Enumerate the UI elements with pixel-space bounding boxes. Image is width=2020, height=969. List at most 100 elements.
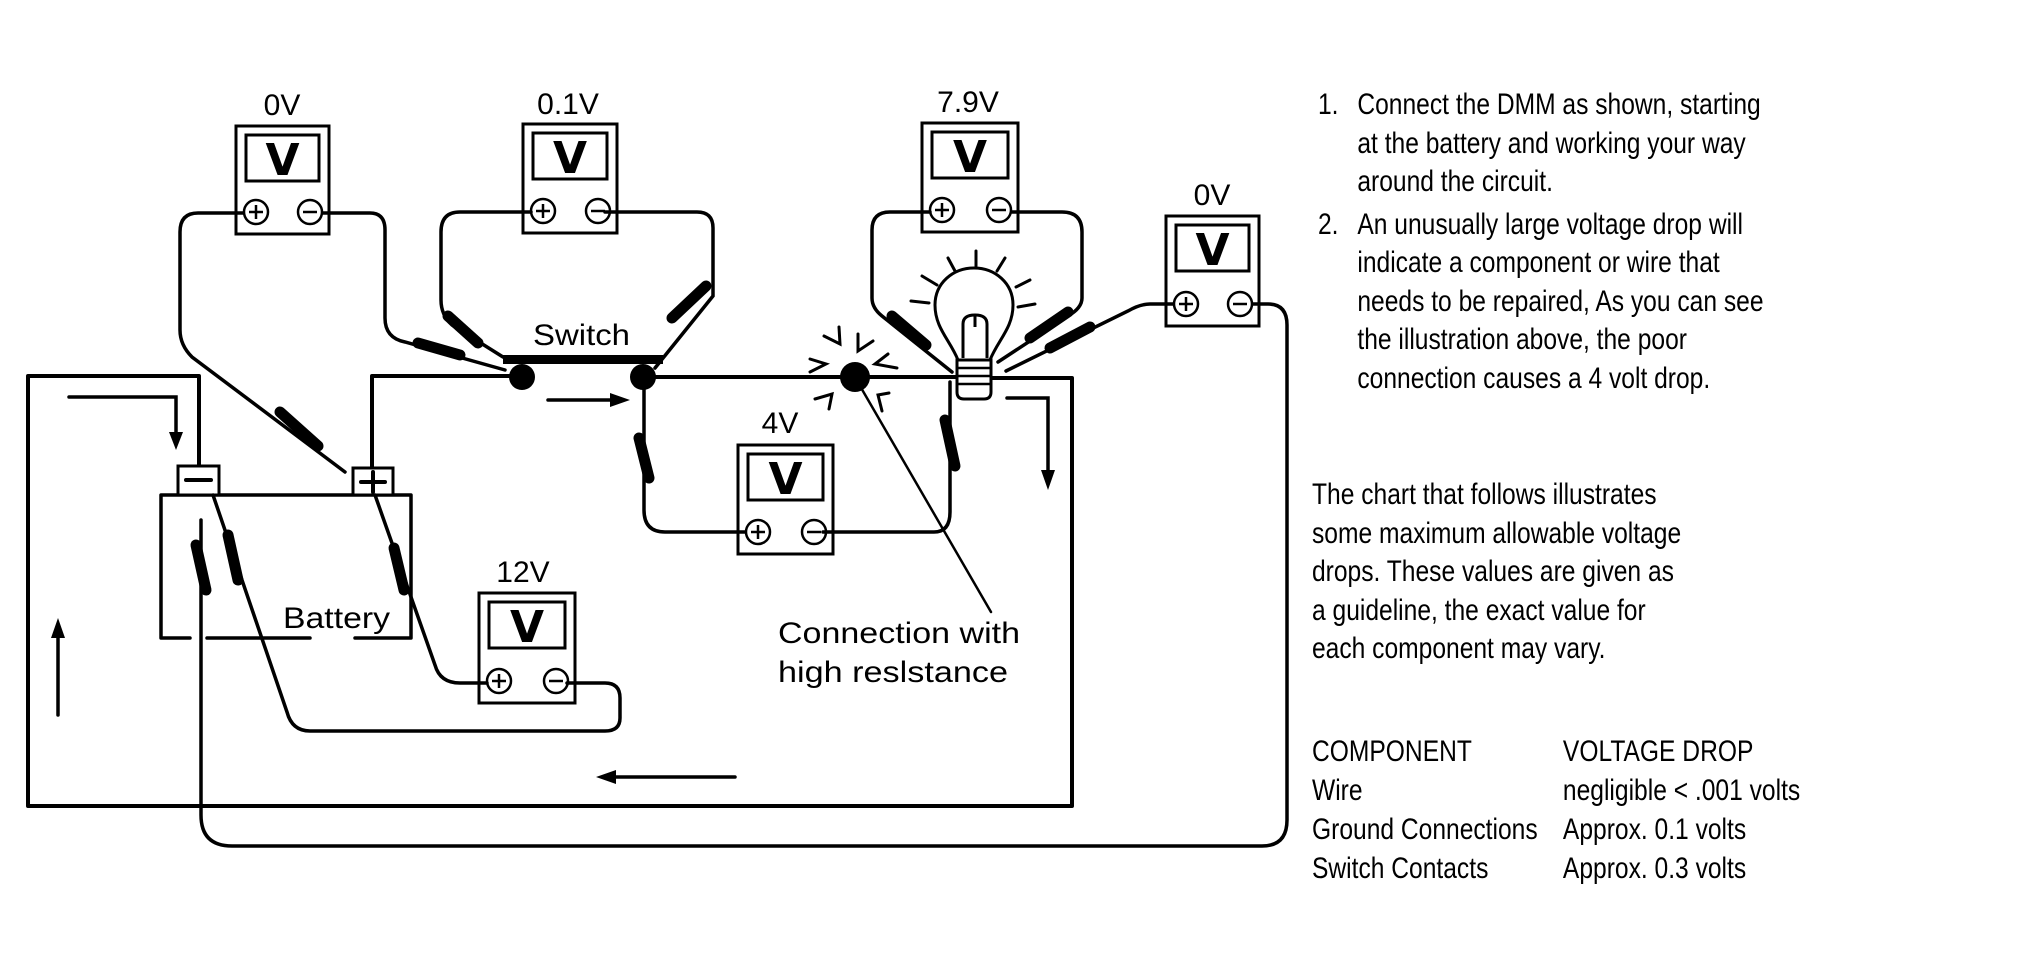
high-resistance-connection [840, 362, 870, 392]
paragraph-line: The chart that follows illustrates [1312, 478, 1657, 511]
step-line: around the circuit. [1357, 165, 1553, 198]
test-lead [996, 210, 1084, 364]
test-lead [190, 302, 1289, 848]
voltmeter-icon: V 0V [1164, 179, 1261, 328]
paragraph-line: some maximum allowable voltage [1312, 516, 1682, 550]
test-lead [603, 210, 715, 370]
voltmeter-icon: V4V [736, 407, 835, 556]
voltmeter-icon: V7.9V [920, 86, 1020, 234]
table-row: Wire negligible < .001 volts [1312, 772, 1800, 811]
test-lead [373, 493, 489, 685]
lead-wire [211, 493, 622, 733]
step-number: 2. [1318, 207, 1339, 241]
test-lead [633, 386, 747, 534]
meter-display [244, 133, 321, 183]
switch-label: Switch [533, 319, 630, 352]
lead-wire [1004, 302, 1175, 373]
test-lead [211, 493, 622, 733]
voltmeter-icon: V 12V [477, 556, 577, 705]
test-lead [821, 380, 961, 534]
positive-feed-wire [370, 374, 524, 470]
step-line: An unusually large voltage drop will [1357, 207, 1743, 241]
probe-handle [1024, 306, 1074, 344]
probe-handle [633, 432, 655, 484]
probe-handle [442, 310, 484, 349]
probe-handle [412, 337, 466, 361]
ground-return-wire [26, 374, 1074, 808]
probe-handle [939, 414, 961, 472]
paragraph-line: each component may vary. [1312, 632, 1606, 665]
voltmeter-icon: V 0V [234, 89, 331, 236]
battery-body [159, 493, 413, 640]
probe-handle [886, 310, 932, 351]
meter-display-glyph: V [1195, 225, 1229, 276]
probe-handle [388, 542, 410, 596]
table-cell-voltage-drop: Approx. 0.3 volts [1562, 852, 1747, 885]
voltage-drop-table: COMPONENT VOLTAGE DROP Wire negligible <… [1312, 733, 1800, 889]
bulb-base [955, 358, 993, 401]
paragraph-line: a guideline, the exact value for [1312, 593, 1646, 627]
battery-label: Battery [283, 602, 390, 635]
switch-contact-left [509, 364, 535, 390]
lead-wire [821, 380, 952, 534]
table-cell-voltage-drop: negligible < .001 volts [1562, 774, 1801, 807]
switch-lever [503, 355, 663, 364]
test-leads [178, 210, 1289, 848]
step-line: Connect the DMM as shown, starting [1357, 88, 1761, 121]
meter-display-glyph: V [953, 132, 987, 183]
switch-icon: Switch [503, 319, 663, 390]
meter-display [930, 130, 1010, 180]
lead-wire [439, 210, 533, 359]
current-arrow-icon [67, 395, 183, 450]
lead-wire [321, 211, 507, 372]
table-cell-component: Wire [1312, 774, 1363, 807]
table-row: Switch Contacts Approx. 0.3 volts [1312, 850, 1800, 889]
test-lead [321, 211, 507, 372]
lead-wire [199, 302, 1289, 848]
probe-handle [274, 406, 324, 452]
instruction-step: 2. An unusually large voltage drop will … [1318, 206, 1764, 399]
meter-reading: 12V [496, 556, 549, 589]
meter-display [1174, 223, 1251, 273]
step-line: needs to be repaired, As you can see [1357, 284, 1764, 318]
table-cell-component: Ground Connections [1312, 813, 1538, 846]
test-lead [439, 210, 533, 359]
meter-display-glyph: V [265, 135, 299, 186]
table-header-row: COMPONENT VOLTAGE DROP [1312, 733, 1800, 772]
current-arrow-icon [51, 618, 65, 717]
step-line: at the battery and working your way [1357, 126, 1746, 160]
lead-wire [642, 386, 747, 534]
callout-line-1: Connection with [778, 617, 1020, 650]
current-arrow-icon [1005, 396, 1055, 490]
callout-leader-line [858, 384, 993, 614]
probe-handle [666, 280, 712, 324]
meter-display [531, 131, 609, 181]
meter-display-glyph: V [553, 133, 587, 184]
switch-contact-right [630, 364, 656, 390]
table-cell-voltage-drop: Approx. 0.1 volts [1562, 813, 1747, 846]
test-lead [870, 210, 954, 374]
lead-wire [178, 211, 347, 474]
column-header-voltage-drop: VOLTAGE DROP [1562, 735, 1754, 768]
column-header-component: COMPONENT [1312, 735, 1472, 768]
poor-connection-icon: Connection with high reslstance [778, 325, 1020, 689]
probe-handle [1044, 321, 1096, 354]
battery-icon: Battery [159, 464, 413, 640]
meter-reading: 4V [762, 407, 799, 440]
meter-reading: 0V [1194, 179, 1231, 212]
current-arrow-icon [546, 393, 630, 407]
meter-display-glyph: V [510, 602, 544, 653]
meter-display [746, 452, 825, 502]
lead-wire [996, 210, 1084, 364]
lead-wire [870, 210, 954, 374]
step-line: the illustration above, the poor [1357, 323, 1687, 356]
paragraph-line: drops. These values are given as [1312, 555, 1674, 588]
meter-reading: 0.1V [537, 88, 599, 121]
main-circuit [26, 374, 1074, 808]
meter-reading: 0V [264, 89, 301, 122]
step-line: indicate a component or wire that [1357, 246, 1720, 279]
current-arrow-icon [596, 770, 737, 784]
step-line: connection causes a 4 volt drop. [1357, 361, 1711, 395]
